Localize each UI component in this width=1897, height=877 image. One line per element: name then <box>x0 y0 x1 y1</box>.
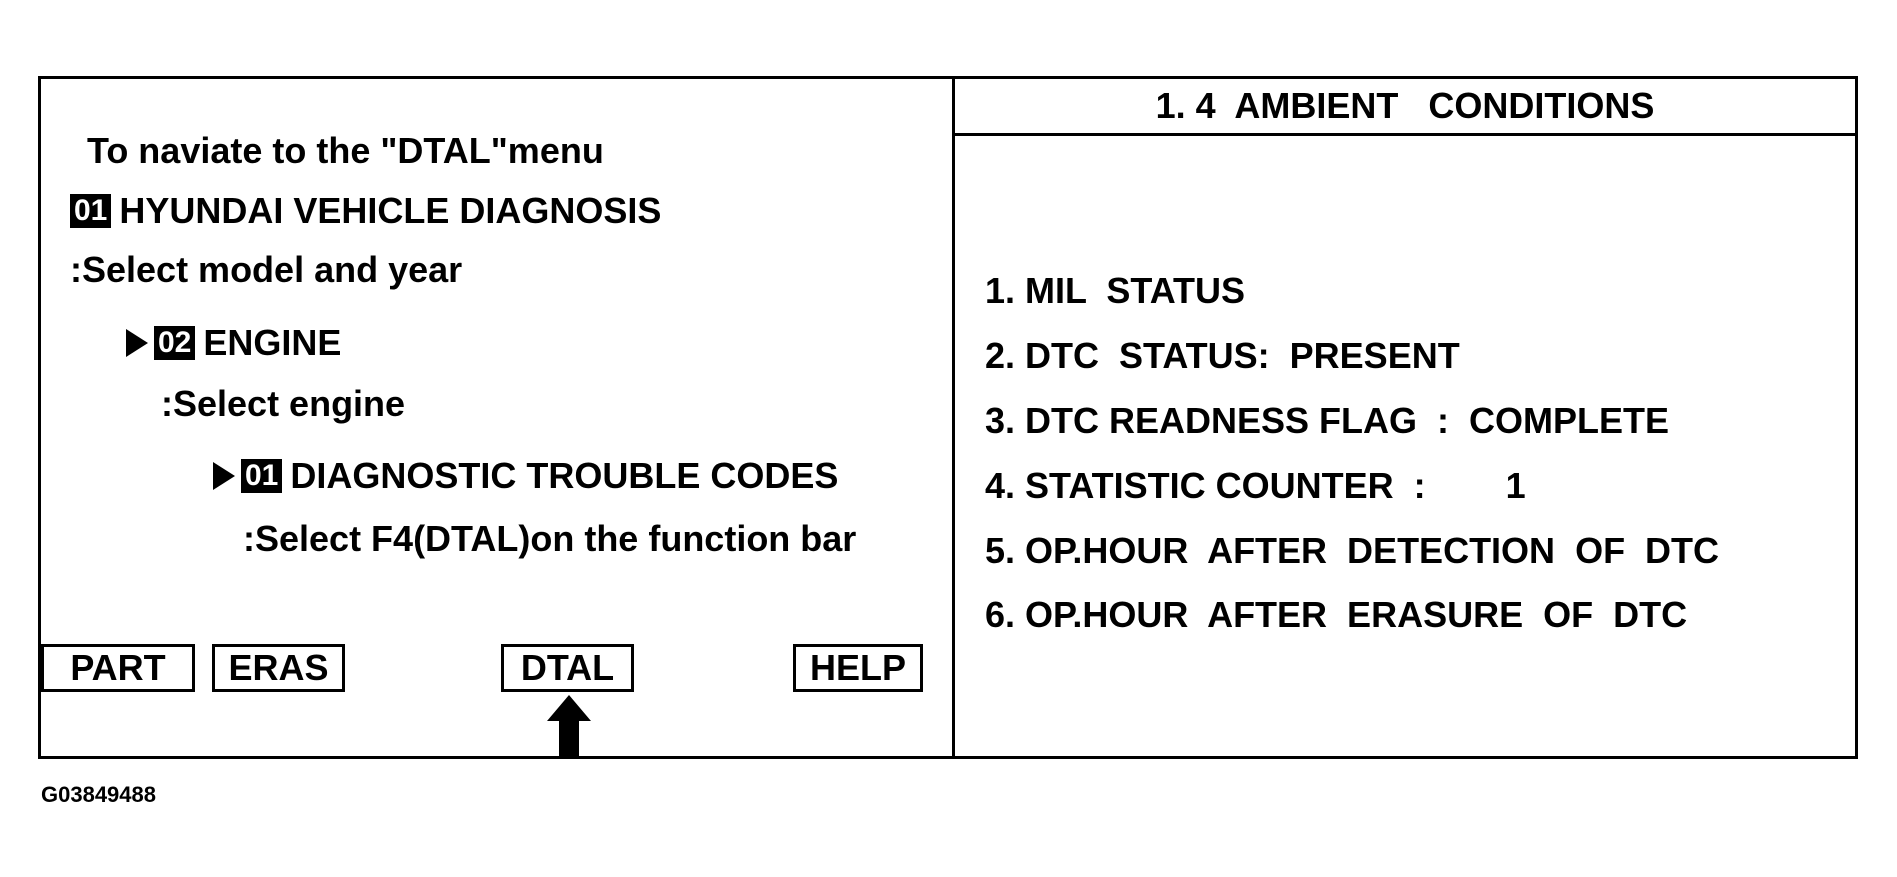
step-3-number: 01 <box>241 459 283 493</box>
figure-code: G03849488 <box>41 782 156 807</box>
part-key[interactable]: PART <box>41 644 195 692</box>
step-2-number: 02 <box>154 326 196 360</box>
condition-item: 3. DTC READNESS FLAG : COMPLETE <box>985 400 1670 441</box>
eras-key[interactable]: ERAS <box>212 644 345 692</box>
condition-item: 4. STATISTIC COUNTER : 1 <box>985 465 1526 506</box>
step-3-title: DIAGNOSTIC TROUBLE CODES <box>290 455 839 496</box>
condition-item: 1. MIL STATUS <box>985 270 1246 311</box>
intro-text: To naviate to the "DTAL"menu <box>87 130 604 171</box>
step-1-title: HYUNDAI VEHICLE DIAGNOSIS <box>119 190 662 231</box>
step-1-number: 01 <box>70 194 112 228</box>
dtal-key[interactable]: DTAL <box>501 644 634 692</box>
condition-item: 2. DTC STATUS: PRESENT <box>985 335 1460 376</box>
help-key[interactable]: HELP <box>793 644 923 692</box>
right-triangle-icon <box>126 329 148 357</box>
step-1-hint: :Select model and year <box>70 249 463 290</box>
up-arrow-icon <box>547 695 591 757</box>
step-2-hint: :Select engine <box>161 383 406 424</box>
right-triangle-icon <box>213 462 235 490</box>
condition-item: 5. OP.HOUR AFTER DETECTION OF DTC <box>985 530 1720 571</box>
condition-item: 6. OP.HOUR AFTER ERASURE OF DTC <box>985 594 1688 635</box>
step-2-title: ENGINE <box>203 322 342 363</box>
step-3-hint: :Select F4(DTAL)on the function bar <box>243 518 857 559</box>
conditions-panel: 1. 4 AMBIENT CONDITIONS 1. MIL STATUS 2.… <box>955 79 1855 756</box>
conditions-header: 1. 4 AMBIENT CONDITIONS <box>955 79 1855 136</box>
